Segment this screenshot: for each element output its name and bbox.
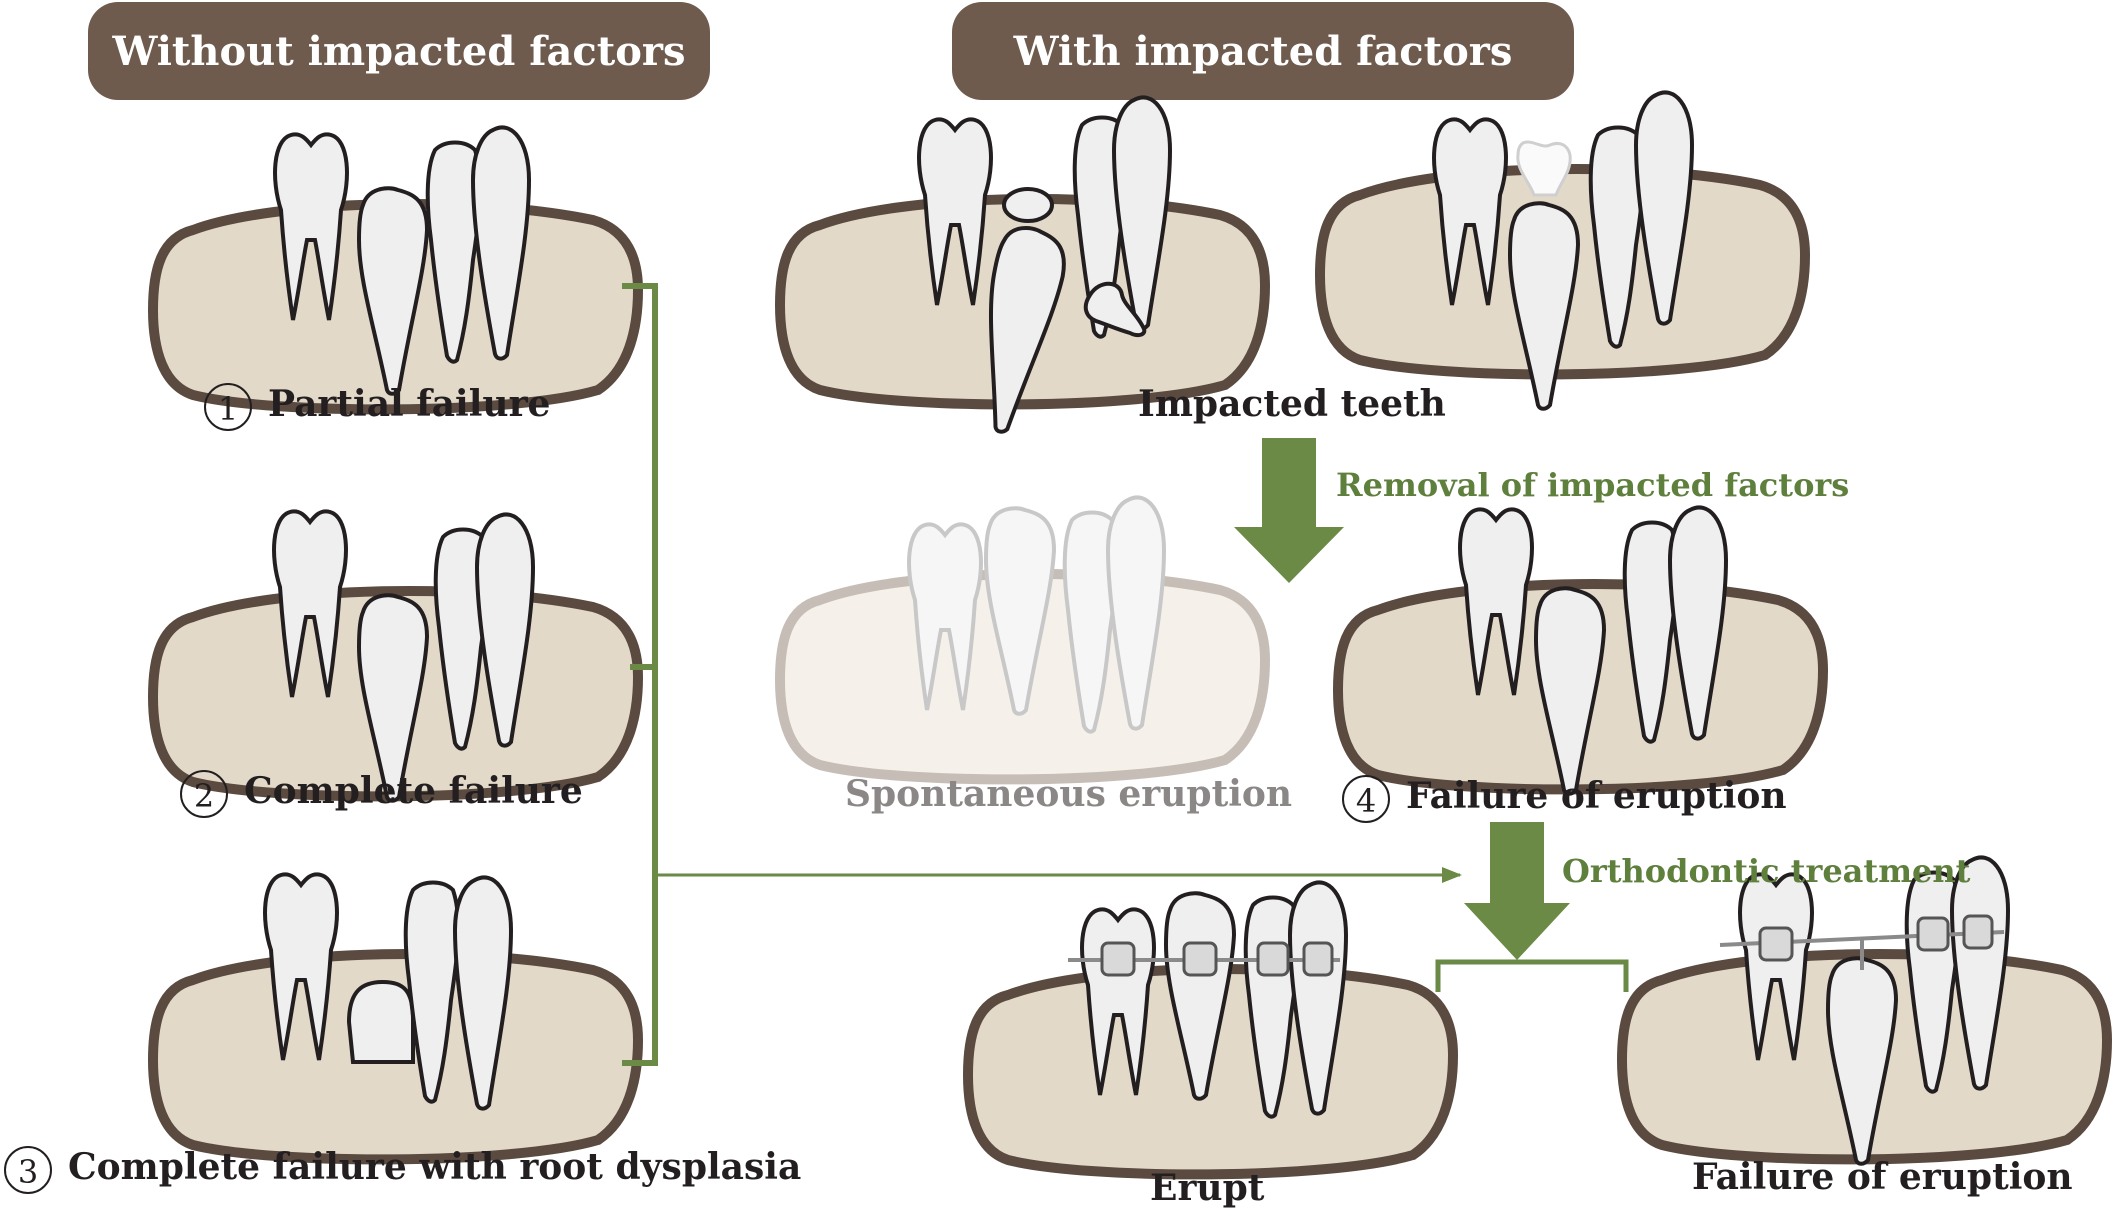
ortho-outcome-bracket [1435,959,1629,992]
label-text: Failure of eruption [1406,775,1787,817]
label-removal: Removal of impacted factors [1336,466,1850,504]
label-text: Partial failure [268,383,551,425]
header-with-label: With impacted factors [1013,27,1513,75]
ortho-arrow [1464,822,1570,960]
label-root-dysplasia: 3 Complete failure with root dysplasia [4,1146,801,1194]
label-partial-failure: 1 Partial failure [204,383,550,431]
bracket [1302,941,1334,977]
label-impacted-teeth: Impacted teeth [1138,383,1446,425]
panel-spontaneous-eruption [780,495,1265,779]
label-number: 2 [180,770,228,818]
bracket [1962,914,1994,950]
label-orthodontic-treatment: Orthodontic treatment [1562,852,1971,890]
bracket [1916,916,1950,952]
panel-erupt [968,880,1453,1174]
supernumerary-tooth [1516,140,1572,197]
supernumerary-tooth [1002,187,1054,223]
panel-impacted-b [1320,90,1805,411]
header-without-impacted-factors: Without impacted factors [88,2,710,100]
bracket [1182,941,1218,977]
label-failure-of-eruption: 4 Failure of eruption [1342,775,1787,823]
header-without-label: Without impacted factors [112,27,686,75]
panel-partial-failure [153,125,638,409]
label-failure-final: Failure of eruption [1692,1156,2073,1198]
label-text: Complete failure [244,770,583,812]
bracket [1100,941,1136,977]
label-number: 3 [4,1146,52,1194]
bracket [1256,941,1290,977]
label-number: 1 [204,383,252,431]
panel-failure-of-eruption [1338,505,1823,796]
odontoma [1083,281,1147,338]
label-spontaneous-eruption: Spontaneous eruption [845,773,1293,815]
panel-impacted-a [780,95,1265,440]
label-complete-failure: 2 Complete failure [180,770,583,818]
header-with-impacted-factors: With impacted factors [952,2,1574,100]
removal-arrow [1234,438,1344,583]
label-text: Complete failure with root dysplasia [68,1146,802,1188]
grouping-bracket [622,283,658,1066]
panel-failure-after-ortho [1622,855,2107,1166]
panel-complete-failure [153,509,638,803]
panel-root-dysplasia [153,872,638,1159]
label-erupt: Erupt [1150,1167,1265,1209]
bracket [1758,926,1794,962]
dysplastic-tooth [346,979,415,1064]
label-number: 4 [1342,775,1390,823]
